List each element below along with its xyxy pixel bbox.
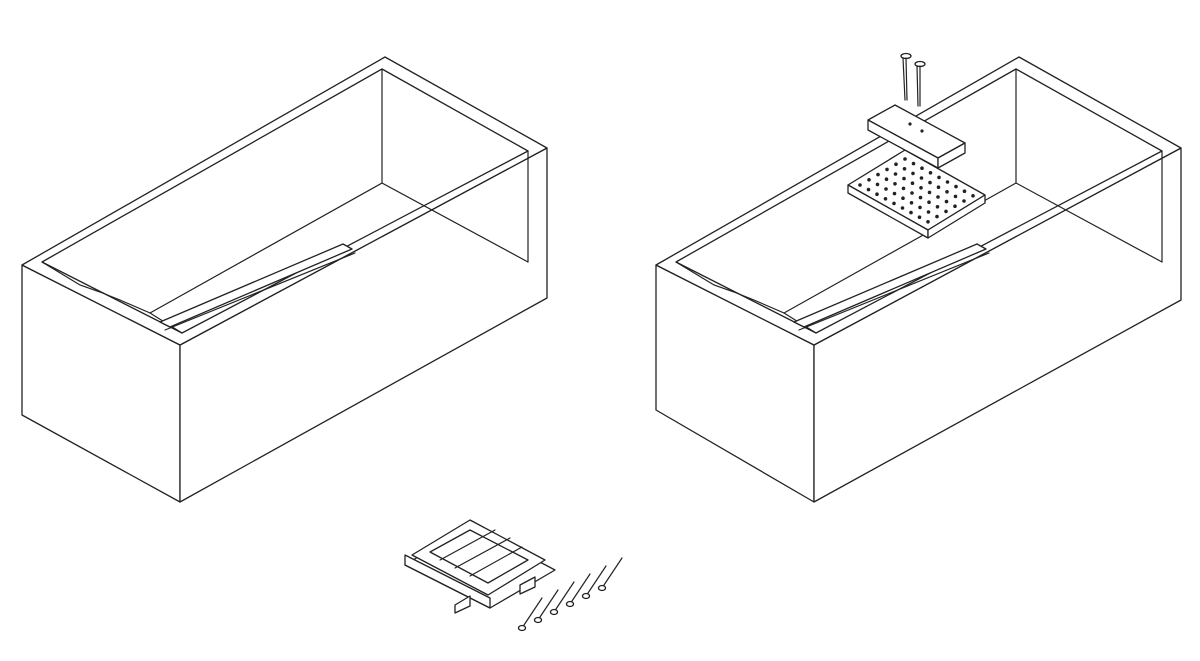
plate-hole — [858, 183, 862, 187]
block-hole — [920, 129, 924, 133]
plate-hole — [911, 171, 915, 176]
plate-hole — [875, 192, 879, 196]
plate-hole — [884, 187, 888, 191]
plate-hole — [903, 157, 907, 161]
nail — [914, 60, 926, 107]
plate-hole — [953, 204, 957, 208]
plate-hole — [928, 171, 933, 175]
plate-hole — [927, 200, 931, 204]
tub-channel-line — [164, 252, 356, 331]
plate-hole — [935, 214, 939, 219]
plate-hole — [918, 205, 922, 210]
plate-hole — [892, 191, 897, 196]
frame-foot — [519, 576, 536, 595]
block-hole — [908, 122, 912, 126]
tub-channel-line — [798, 252, 990, 331]
plate-hole — [945, 190, 949, 194]
frame-inner — [429, 529, 529, 584]
block-side-right — [937, 142, 966, 169]
plate-hole — [893, 182, 897, 186]
plate-hole — [954, 184, 958, 189]
plate-hole — [945, 180, 950, 184]
plate-hole — [936, 185, 941, 189]
plate-hole — [918, 195, 923, 200]
frame-foot — [454, 595, 471, 614]
frame-slat — [469, 546, 523, 577]
nail — [581, 565, 607, 600]
plate-hole — [919, 186, 923, 190]
tub-drain-channel — [793, 243, 987, 328]
plate-hole — [876, 172, 880, 177]
plate-hole — [928, 180, 932, 185]
plate-hole — [909, 201, 914, 205]
plate-hole — [944, 199, 949, 204]
nail — [900, 52, 912, 101]
plate-hole — [910, 191, 914, 195]
plate-hole — [894, 162, 898, 166]
frame-side — [404, 554, 491, 609]
plate-hole — [962, 199, 966, 203]
plate-side-right — [927, 194, 986, 239]
nail — [549, 581, 575, 616]
frame-slat — [439, 529, 496, 561]
plate-hole — [920, 166, 924, 170]
plate-hole — [926, 210, 931, 214]
plate-holes — [858, 157, 975, 224]
perforated-plate — [847, 149, 986, 239]
plate-hole — [883, 197, 888, 201]
plate-hole — [892, 201, 896, 206]
tub-basin-left-curve — [675, 261, 817, 334]
plate-hole — [935, 205, 940, 209]
plate-hole — [927, 190, 932, 195]
plate-hole — [902, 176, 906, 181]
plate-hole — [885, 167, 889, 172]
bathtub-left — [21, 56, 548, 503]
plate-hole — [909, 210, 913, 215]
frame-slat — [454, 537, 511, 569]
plate-hole — [875, 182, 880, 187]
nail — [517, 597, 543, 632]
nail — [565, 573, 591, 608]
support-block — [867, 104, 966, 169]
tub-basin-left-curve — [41, 261, 183, 334]
tub-drain-channel — [159, 243, 353, 328]
nail — [597, 557, 623, 592]
plate-hole — [866, 187, 871, 192]
plate-hole — [910, 181, 915, 185]
plate-hole — [944, 209, 948, 214]
plate-hole — [937, 175, 941, 180]
plate-hole — [893, 172, 898, 176]
plate-hole — [901, 196, 905, 200]
plate-hole — [919, 176, 924, 180]
plate-hole — [902, 167, 907, 171]
plate-hole — [901, 186, 906, 191]
plate-hole — [971, 194, 975, 198]
nail — [533, 589, 559, 624]
tub-basin-floor-edge — [149, 182, 383, 314]
support-frame — [404, 519, 556, 614]
plate-hole — [911, 161, 916, 166]
plate-hole — [962, 189, 967, 193]
plate-hole — [867, 178, 871, 182]
plate-hole — [953, 194, 958, 199]
plate-hole — [900, 206, 905, 210]
plate-hole — [936, 195, 940, 199]
plate-hole — [917, 215, 922, 219]
plate-hole — [884, 177, 889, 181]
nails-row — [517, 557, 623, 632]
plate-hole — [926, 220, 930, 224]
nails-vertical — [900, 52, 926, 107]
